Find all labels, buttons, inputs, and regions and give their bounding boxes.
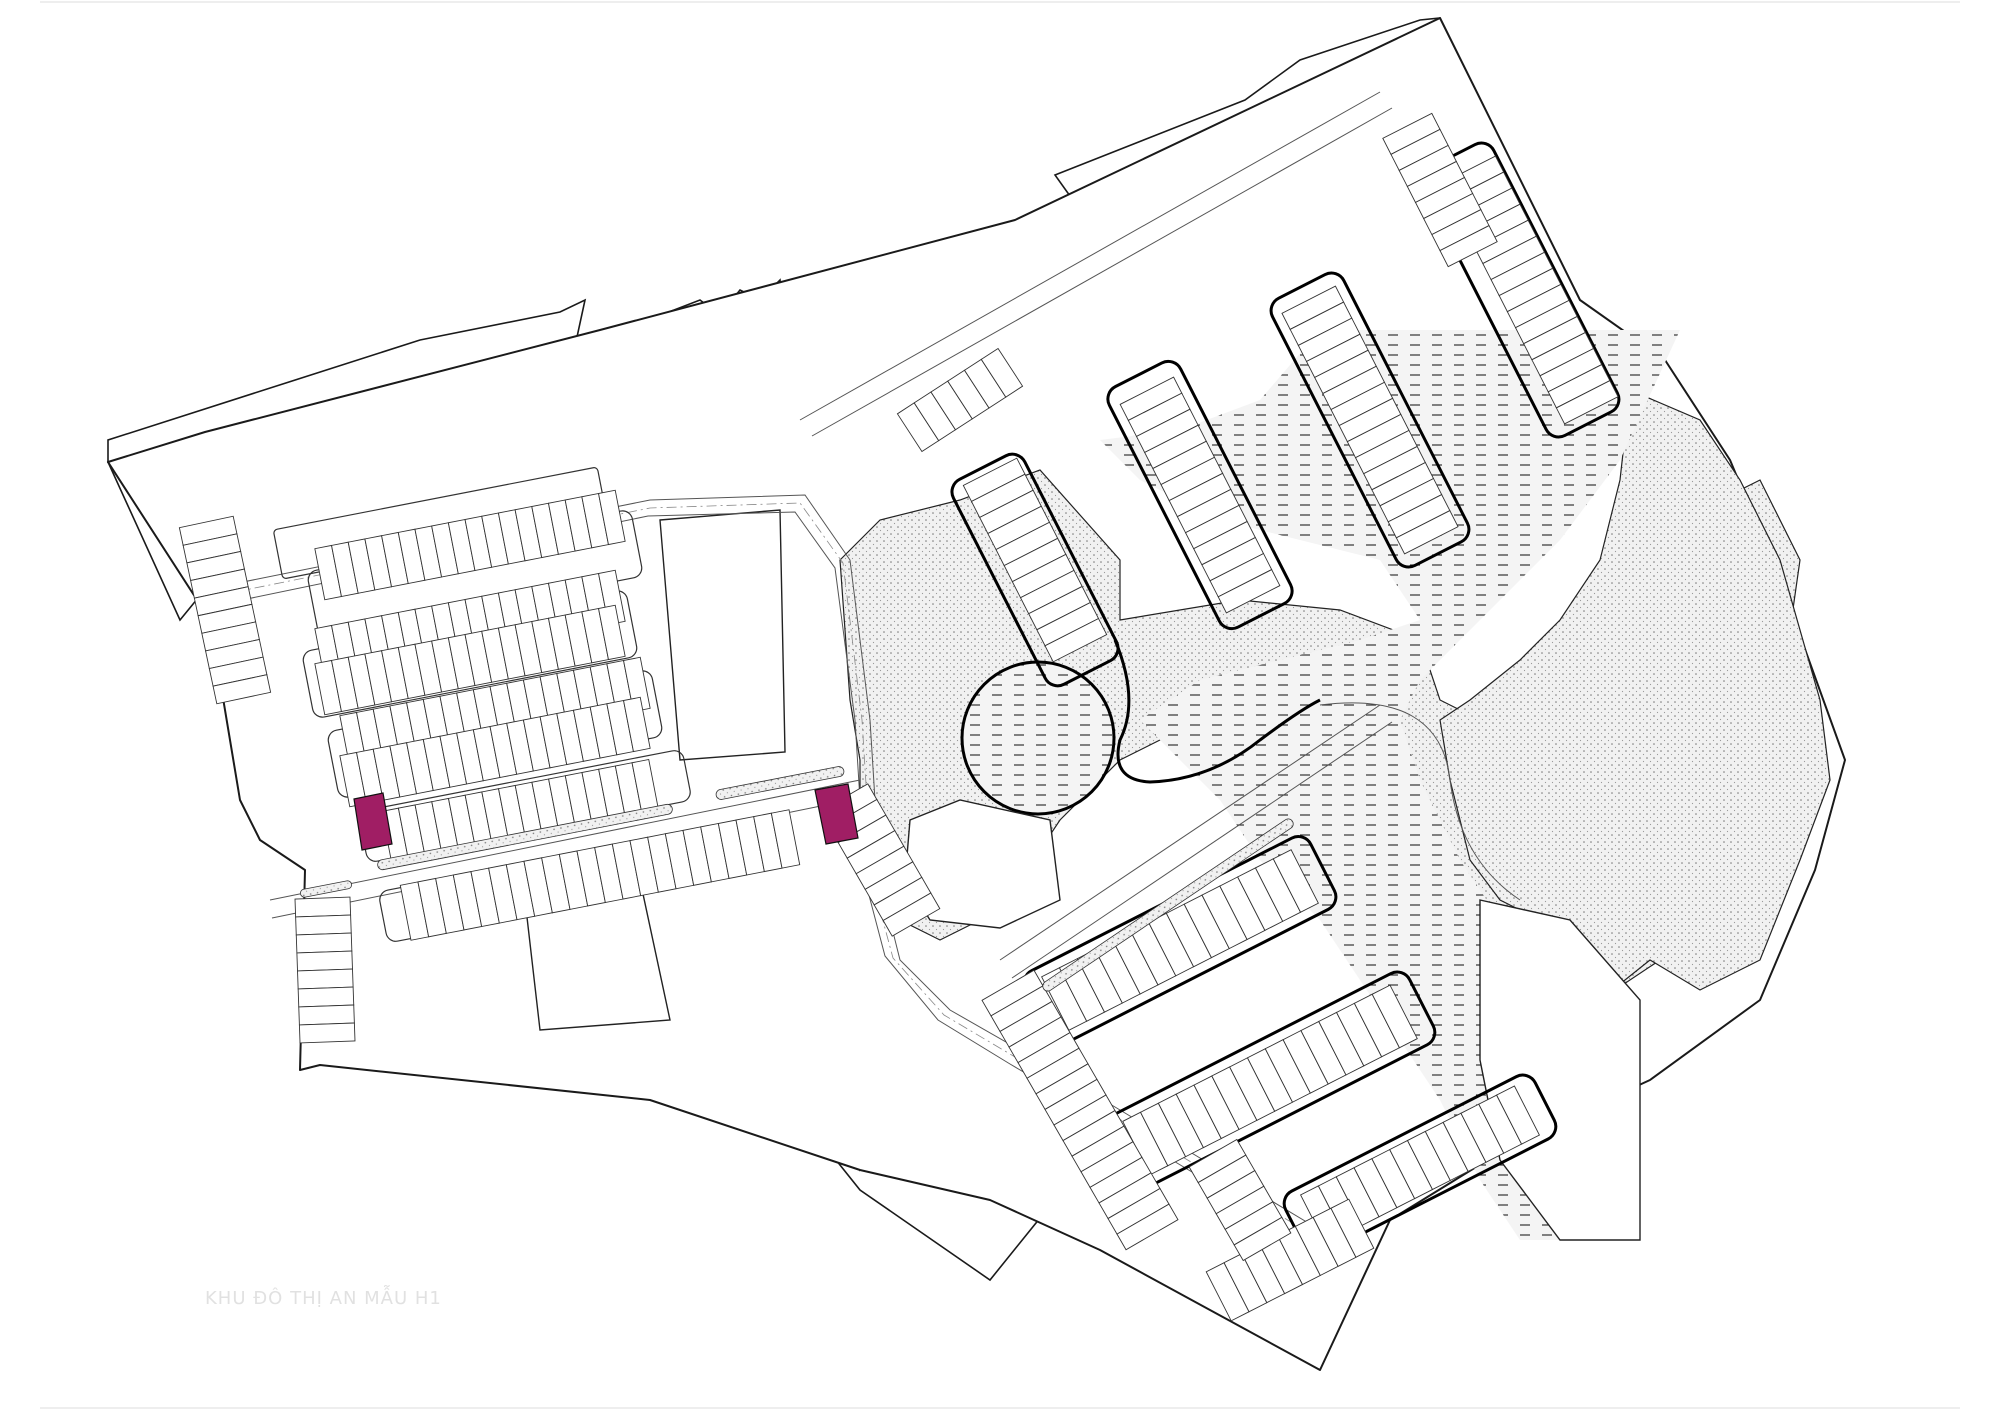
lot-strip [1299,1085,1541,1245]
lot [623,696,651,753]
lot-strip [294,896,356,1044]
lot-strip [1205,1198,1375,1322]
median-strip-3 [715,766,845,800]
median-strip-1 [300,880,352,898]
lot [294,896,352,918]
lot-strip [1382,112,1498,268]
lot [882,892,941,937]
lot-strip [314,489,626,601]
lot [295,914,352,936]
lot [1044,617,1108,663]
lot [1272,849,1319,913]
median-strip-4 [1042,818,1294,992]
road-curve-east [1319,702,1521,901]
lot-strip [1122,984,1418,1176]
lot [1395,510,1459,555]
lot [297,986,355,1008]
lot-strip [399,809,801,941]
lot-strip [981,969,1179,1251]
lot [598,604,626,661]
lot-grid [178,112,1619,1322]
lot-strip [314,604,626,716]
lot [1116,1203,1179,1251]
lot-strip [1188,1138,1292,1262]
road-south-diagonal [999,704,1381,961]
lot [298,1022,356,1044]
lot [1371,984,1418,1049]
watermark-text: KHU ĐÔ THỊ AN MẪU H1 [205,1288,442,1309]
lot [1330,1198,1375,1258]
road-north-diagonal-inner [811,107,1393,437]
lot-strip [1119,376,1281,614]
lot [770,809,801,869]
lot [1496,1085,1541,1145]
lot [297,968,354,990]
median-strip-2 [377,803,673,871]
lot [212,674,272,705]
lot [296,950,353,972]
lot-strip [1281,285,1459,555]
lot-strip [178,515,272,705]
lot [295,932,353,954]
building-left-center [659,509,786,761]
block-ne-3 [1269,271,1471,569]
road-north-diagonal [799,91,1381,421]
lot [1233,1216,1292,1262]
highlighted-lot-east [814,783,859,845]
lot [980,347,1024,398]
lot-strip [896,347,1024,453]
road-east-west [269,779,861,901]
lot [298,1004,355,1026]
lot [1555,380,1619,425]
lot [1439,225,1498,268]
lot [1217,568,1281,614]
curved-path-pool [1113,639,1321,784]
block-ne-2 [1106,359,1294,631]
central-circle-pool [960,660,1116,816]
lot [598,489,626,546]
lot-strip [962,457,1108,663]
block-ne-1 [950,452,1120,688]
road-south-diagonal-inner [1011,721,1393,979]
highlighted-lot-west [353,792,393,851]
lot-strip [339,696,651,808]
